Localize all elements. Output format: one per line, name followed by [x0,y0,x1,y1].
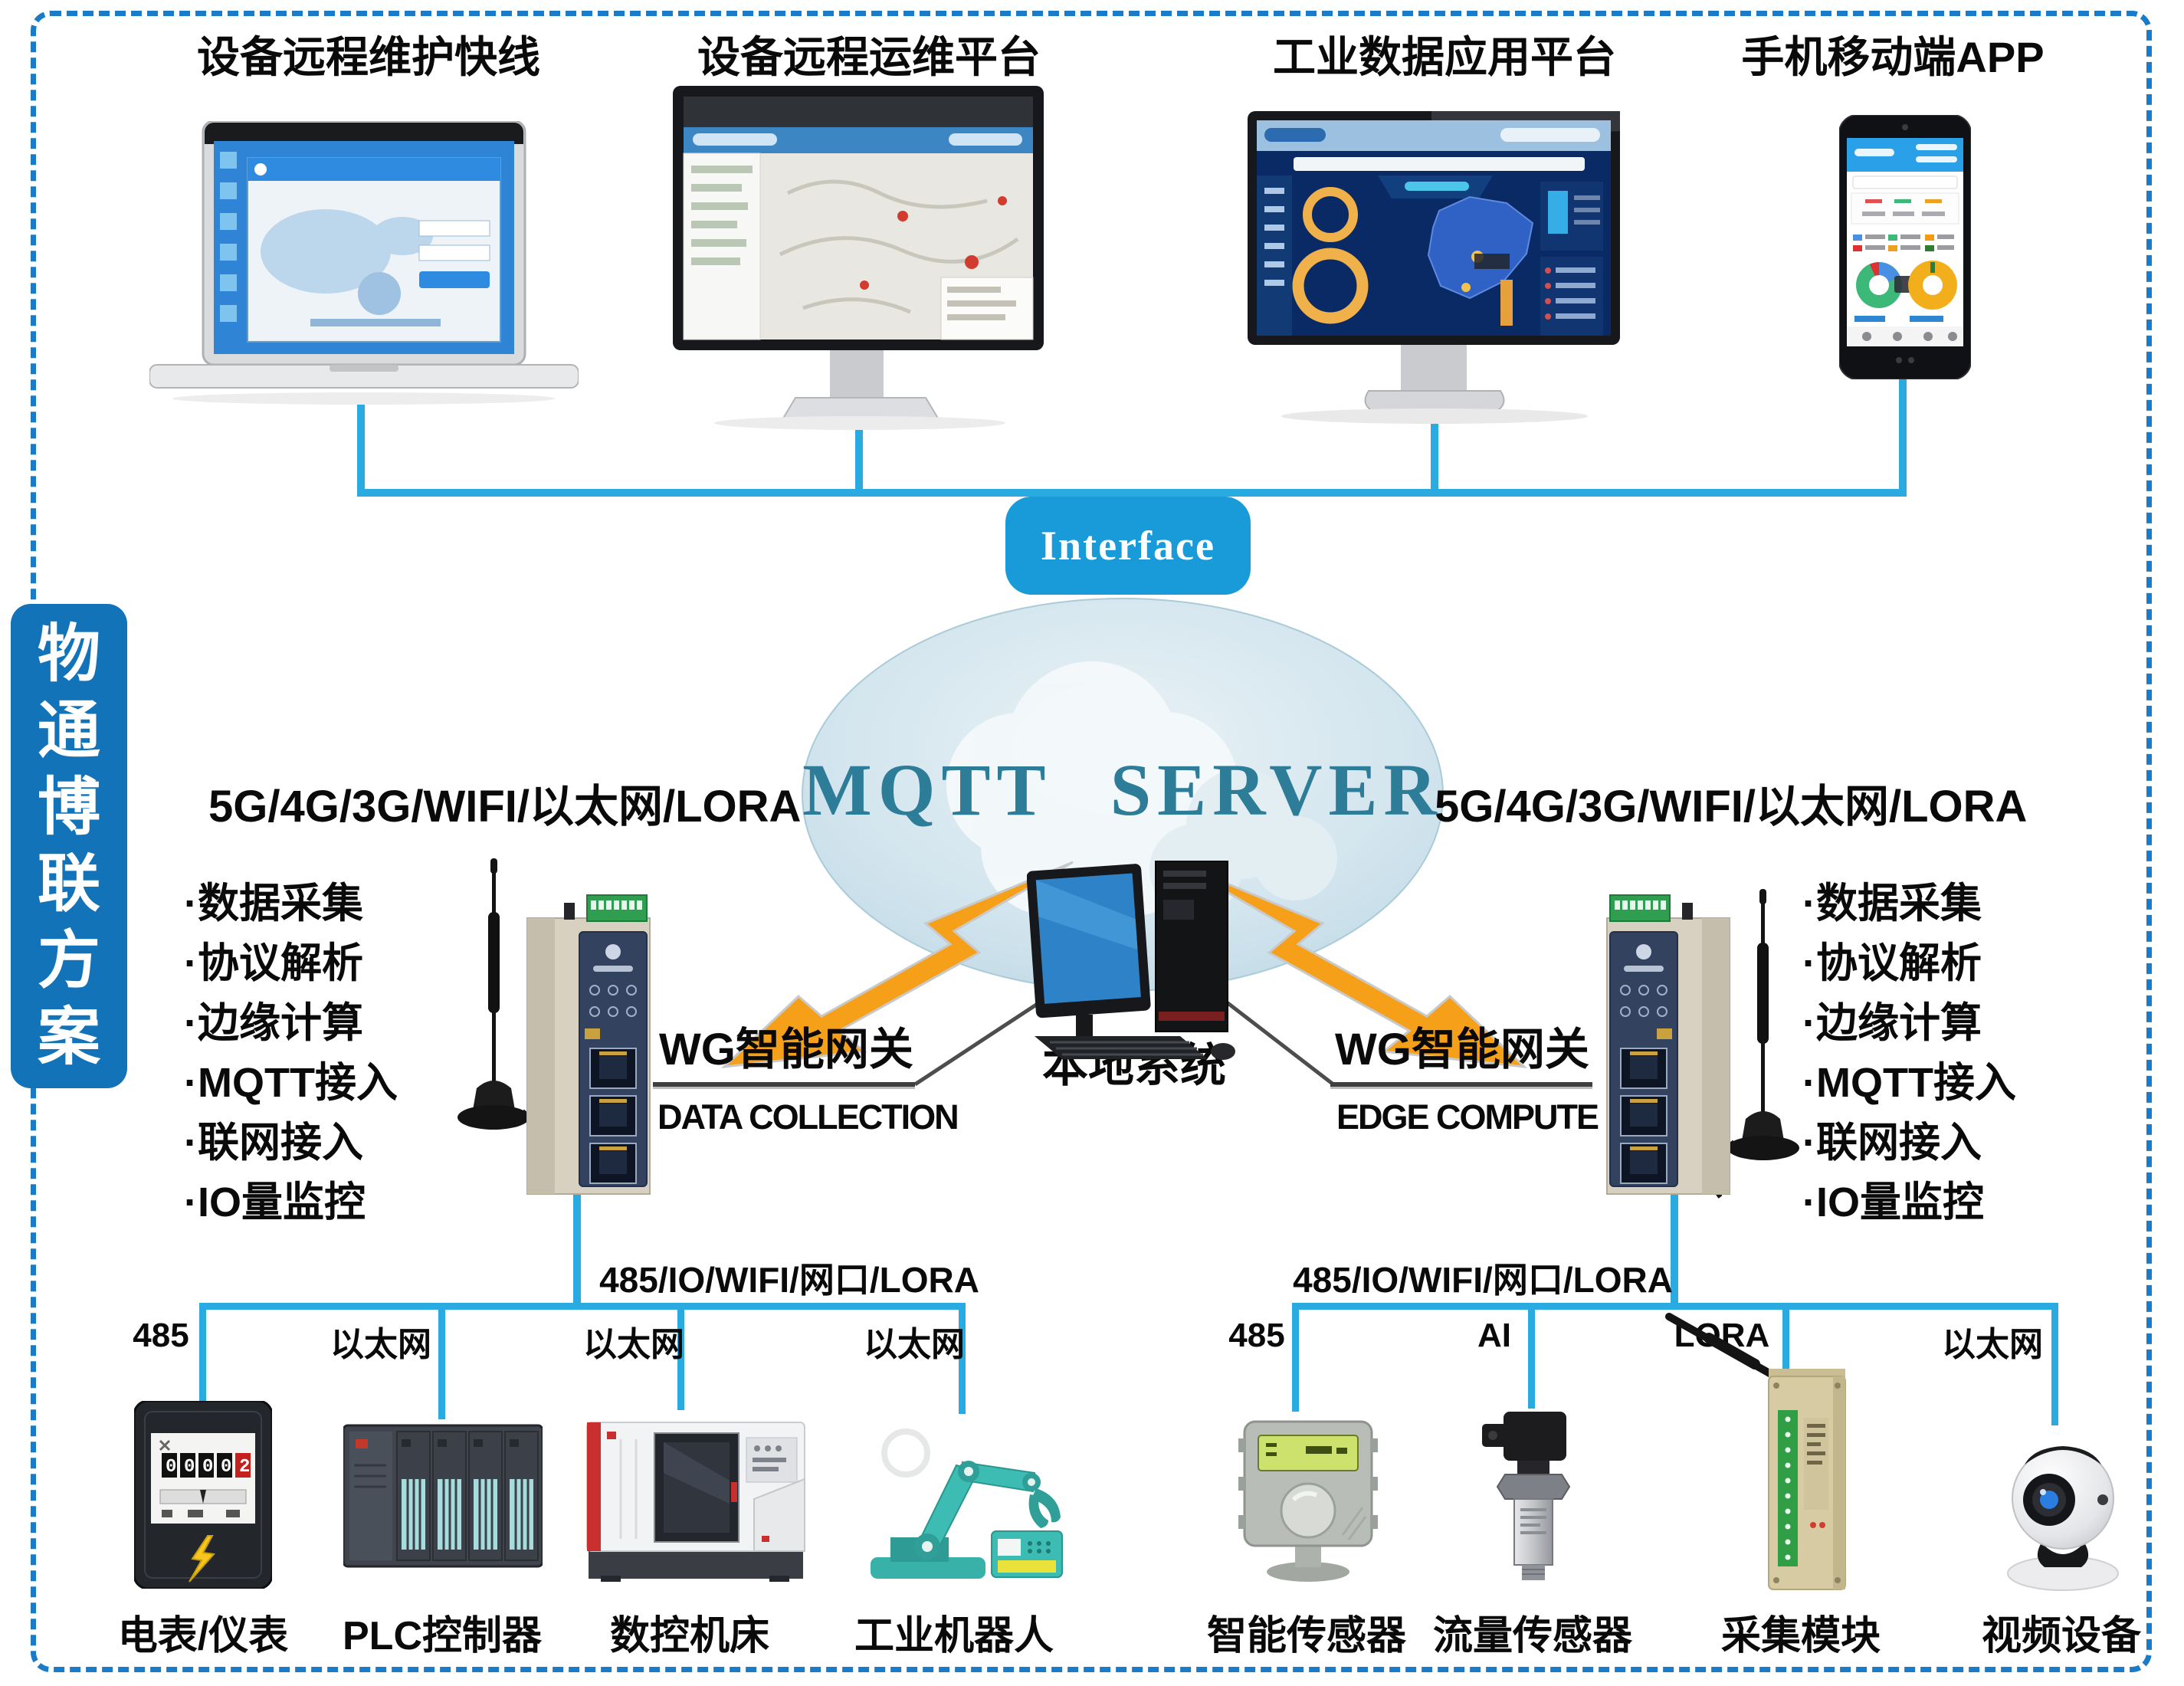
top-bus-line [357,489,1907,497]
webcam-illustration [2007,1446,2119,1591]
device-label-flow-sensor: 流量传感器 [1432,1614,1633,1658]
platform-label-maintenance: 设备远程维护快线 [197,33,540,81]
interface-badge: Interface [1005,497,1251,595]
svg-text:2: 2 [239,1457,250,1478]
sidebar-char: 博 [37,772,100,842]
line-dashboard-to-bus [1431,420,1438,492]
conn-label-485-left: 485 [133,1317,189,1354]
line-gateway-right-to-bus [1671,1192,1678,1307]
conn-label-ethernet-3: 以太网 [864,1326,965,1363]
conn-label-485-right: 485 [1228,1317,1285,1354]
conn-label-ai: AI [1477,1317,1511,1354]
line-phone-to-bus [1899,377,1907,497]
network-link-label-left: 5G/4G/3G/WIFI/以太网/LORA [208,782,802,832]
line-monitor-to-bus [855,420,863,492]
robot-arm-illustration [871,1429,1063,1579]
feature-item: ·数据采集 [184,881,363,927]
collection-module-illustration [1665,1313,1846,1590]
line-flow-sensor [1528,1303,1535,1409]
network-link-label-right: 5G/4G/3G/WIFI/以太网/LORA [1435,782,2028,832]
feature-item: ·MQTT接入 [1802,1060,2016,1106]
feature-item: ·协议解析 [184,940,363,986]
sidebar-char: 联 [37,849,100,919]
gateway-right-subtitle: EDGE COMPUTE [1336,1097,1599,1137]
flow-sensor-illustration [1482,1412,1571,1580]
gateway-left-illustration [457,858,651,1195]
feature-item: ·IO量监控 [184,1179,366,1225]
line-plc [438,1303,445,1419]
device-label-module: 采集模块 [1720,1614,1881,1658]
line-gateway-left-to-bus [573,1184,581,1307]
gateway-left-title: WG智能网关 [659,1025,913,1074]
sidebar-char: 物 [37,619,100,689]
conn-label-ethernet-1: 以太网 [330,1326,431,1363]
smart-sensor-illustration [1238,1420,1378,1582]
laptop-illustration [149,121,579,405]
line-smart-sensor [1292,1303,1299,1412]
gateway-left-subtitle: DATA COLLECTION [657,1097,959,1137]
ops-monitor-illustration [673,86,1044,430]
plc-illustration [343,1424,543,1568]
dashboard-monitor-illustration [1248,111,1620,424]
gateway-right-title: WG智能网关 [1335,1025,1589,1074]
platform-label-ops: 设备远程运维平台 [697,33,1041,81]
smartphone-illustration [1839,115,1971,379]
gateway-right-underline [1330,1082,1592,1087]
mqtt-server-label: MQTT SERVER [802,749,1443,831]
right-device-bus [1292,1303,2058,1310]
device-label-meter: 电表/仪表 [117,1614,289,1658]
platform-label-mobile-app: 手机移动端APP [1741,33,2045,81]
sidebar-char: 通 [37,696,100,766]
feature-item: ·联网接入 [1802,1120,1982,1166]
lightning-icon [1175,861,1528,1068]
conn-label-ethernet-4: 以太网 [1942,1326,2043,1363]
bus-label-left: 485/IO/WIFI/网口/LORA [599,1260,979,1300]
feature-list-right: ·数据采集 ·协议解析 ·边缘计算 ·MQTT接入 ·联网接入 ·IO量监控 [1802,874,2016,1232]
device-label-webcam: 视频设备 [1981,1614,2142,1658]
line-robot [959,1303,966,1414]
gateway-left-underline [653,1082,915,1087]
line-module [1782,1303,1789,1376]
device-label-cnc: 数控机床 [609,1614,770,1658]
line-laptop-to-bus [357,400,365,492]
feature-list-left: ·数据采集 ·协议解析 ·边缘计算 ·MQTT接入 ·联网接入 ·IO量监控 [184,874,398,1232]
platform-label-industrial-data: 工业数据应用平台 [1273,33,1616,81]
line-webcam [2051,1303,2058,1425]
feature-item: ·边缘计算 [1802,1000,1982,1046]
conn-label-ethernet-2: 以太网 [583,1326,684,1363]
sidebar-title-badge: 物 通 博 联 方 案 [11,604,127,1088]
device-label-robot: 工业机器人 [854,1614,1054,1658]
svg-text:0: 0 [221,1457,231,1478]
bus-label-right: 485/IO/WIFI/网口/LORA [1293,1260,1673,1300]
lightning-icon [720,861,1074,1068]
interface-label: Interface [1041,523,1215,569]
desktop-computer-illustration [1027,861,1235,1060]
device-label-plc: PLC控制器 [342,1614,543,1658]
gateway-right-illustration [1606,889,1799,1199]
line-meter [199,1303,206,1406]
feature-item: ·联网接入 [184,1120,363,1166]
cnc-machine-illustration [586,1422,805,1582]
line-cnc [677,1303,684,1410]
feature-item: ·协议解析 [1802,940,1982,986]
device-label-smart-sensor: 智能传感器 [1206,1614,1407,1658]
svg-text:0: 0 [184,1457,195,1478]
sidebar-char: 案 [37,1002,100,1072]
left-device-bus [199,1303,966,1310]
svg-text:0: 0 [166,1457,176,1478]
feature-item: ·数据采集 [1802,881,1982,927]
svg-text:0: 0 [202,1457,213,1478]
feature-item: ·边缘计算 [184,1000,363,1046]
feature-item: ·IO量监控 [1802,1179,1984,1225]
feature-item: ·MQTT接入 [184,1060,398,1106]
sidebar-char: 方 [37,926,100,996]
